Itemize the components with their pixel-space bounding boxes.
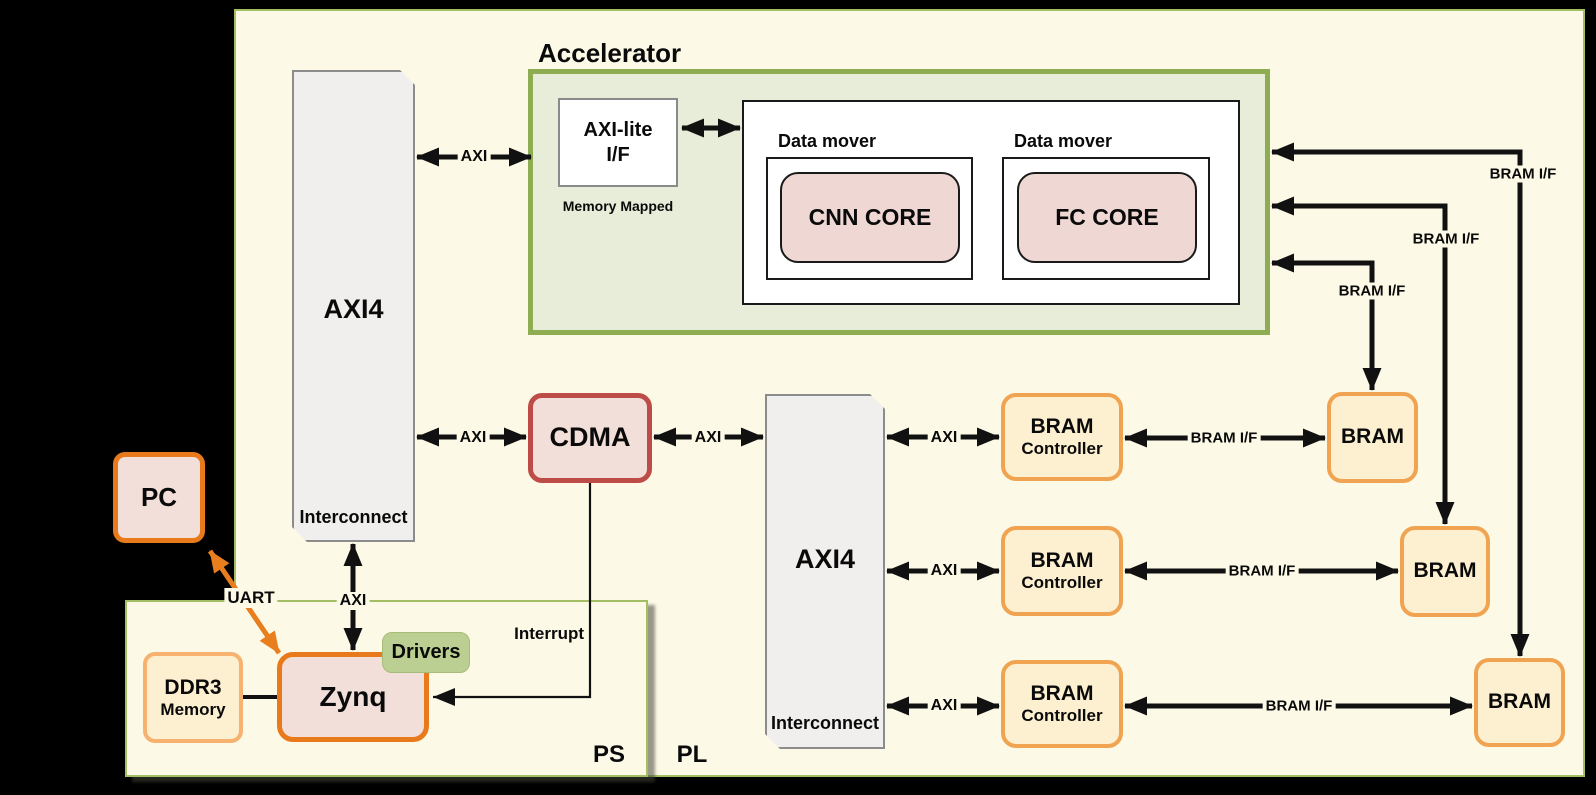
bram-controller-3-line1: BRAM	[1030, 682, 1094, 706]
bram-2-label: BRAM	[1413, 559, 1477, 583]
drivers-label: Drivers	[391, 641, 461, 663]
edge-accel-bram2-bramif	[1271, 196, 1455, 525]
bramif-label-row1: BRAM I/F	[1187, 429, 1261, 447]
bram-controller-1-line1: BRAM	[1030, 415, 1094, 439]
pc-label: PC	[140, 481, 178, 512]
axi-lite-if-box: AXI-lite I/F	[558, 98, 678, 187]
axi4-interconnect-left: AXI4 Interconnect	[292, 70, 415, 542]
axi4-interconnect-right-subtitle: Interconnect	[770, 713, 880, 733]
bramif-label-accel-line1: BRAM I/F	[1486, 165, 1560, 183]
memory-mapped-caption: Memory Mapped	[562, 198, 674, 214]
bramif-label-row2: BRAM I/F	[1225, 562, 1299, 580]
ps-label: PS	[592, 741, 626, 768]
bram-controller-2-line1: BRAM	[1030, 549, 1094, 573]
edge-accel-bram1-bramif	[1271, 253, 1382, 391]
axi4-interconnect-left-title: AXI4	[323, 294, 384, 324]
cdma-box: CDMA	[528, 393, 652, 483]
cdma-label: CDMA	[549, 422, 631, 453]
axi-label-ic1-accel: AXI	[457, 148, 491, 166]
axi-label-ic1-zynq: AXI	[336, 592, 370, 610]
ddr3-memory-box: DDR3 Memory	[143, 652, 243, 743]
bramif-label-accel-line3: BRAM I/F	[1335, 282, 1409, 300]
data-mover-1-label: Data mover	[778, 131, 877, 151]
axi-label-ic2-ctrl2: AXI	[927, 562, 961, 580]
cnn-core-box: CNN CORE	[780, 172, 960, 263]
bram-3: BRAM	[1474, 658, 1565, 747]
pl-label: PL	[676, 741, 708, 768]
zynq-label: Zynq	[319, 680, 387, 712]
bramif-label-row3: BRAM I/F	[1262, 697, 1336, 715]
axi-label-cdma-ic2: AXI	[691, 429, 725, 447]
axi-lite-line1: AXI-lite	[583, 118, 653, 141]
axi-label-ic1-cdma: AXI	[456, 429, 490, 447]
uart-label: UART	[224, 588, 278, 608]
bram-controller-1-line2: Controller	[1021, 439, 1103, 459]
bram-1: BRAM	[1327, 392, 1418, 483]
bram-controller-2-line2: Controller	[1021, 573, 1103, 593]
bram-controller-1: BRAM Controller	[1001, 393, 1123, 481]
bram-controller-3-line2: Controller	[1021, 706, 1103, 726]
bram-controller-3: BRAM Controller	[1001, 660, 1123, 748]
edge-cdma-zynq-interrupt	[433, 483, 592, 706]
drivers-box: Drivers	[382, 632, 470, 673]
axi-label-ic2-ctrl3: AXI	[927, 697, 961, 715]
pc-box: PC	[113, 452, 205, 543]
axi4-interconnect-right-title: AXI4	[794, 544, 856, 574]
cnn-core-label: CNN CORE	[808, 204, 932, 230]
ddr3-line2: Memory	[160, 699, 226, 719]
axi4-interconnect-left-subtitle: Interconnect	[299, 507, 408, 527]
bram-1-label: BRAM	[1341, 425, 1404, 449]
axi-lite-line2: I/F	[606, 143, 630, 166]
data-mover-2-label: Data mover	[1014, 131, 1113, 151]
bramif-label-accel-line2: BRAM I/F	[1409, 230, 1483, 248]
axi4-interconnect-right: AXI4 Interconnect	[765, 394, 885, 749]
fc-core-box: FC CORE	[1017, 172, 1197, 263]
edge-accel-bram3-bramif	[1271, 142, 1530, 657]
axi-label-ic2-ctrl1: AXI	[927, 429, 961, 447]
zynq-box: Zynq	[277, 652, 429, 742]
bram-2: BRAM	[1400, 526, 1490, 617]
accelerator-title: Accelerator	[538, 38, 682, 68]
bram-controller-2: BRAM Controller	[1001, 526, 1123, 616]
bram-3-label: BRAM	[1488, 690, 1551, 714]
interrupt-label: Interrupt	[514, 624, 584, 643]
ddr3-line1: DDR3	[164, 675, 222, 699]
fc-core-label: FC CORE	[1055, 204, 1159, 230]
